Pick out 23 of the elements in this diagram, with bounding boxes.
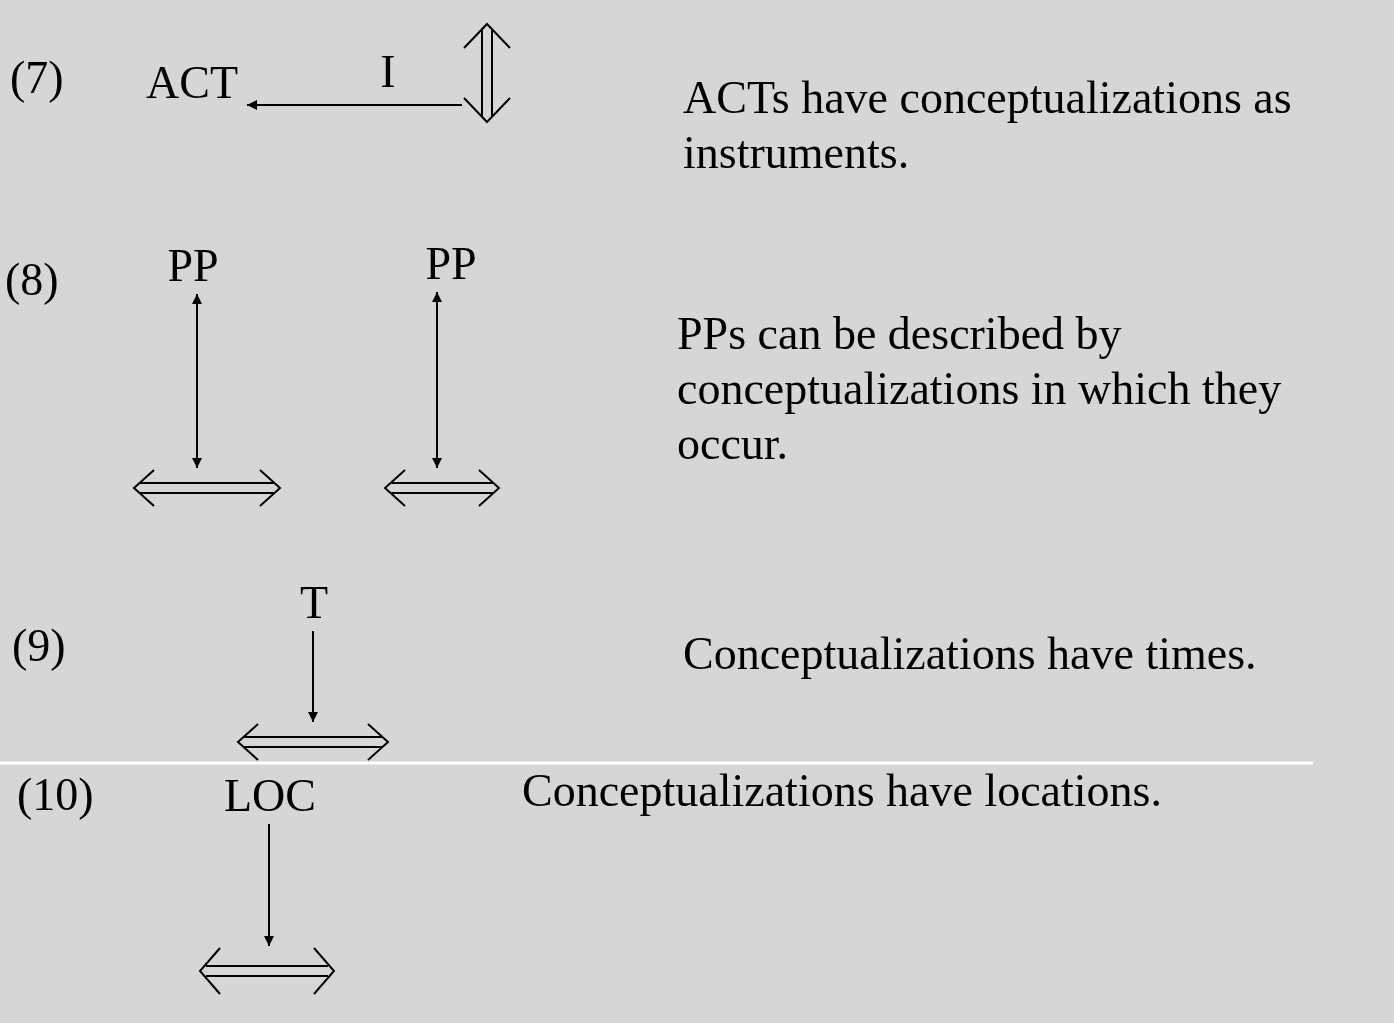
arrow [308,630,318,723]
arrow [264,823,274,947]
example-number: (10) [17,768,95,822]
concept-label: PP [418,236,484,292]
double-arrow-symbol [236,722,390,762]
description-text: PPs can be described by conceptualizations in which they occur. [677,307,1283,472]
description-text: ACTs have conceptualizations as instruments. [683,71,1293,181]
description-text: Conceptualizations have times. [683,627,1258,681]
example-number: (7) [10,51,65,105]
double-arrow-symbol [383,468,501,508]
concept-label: LOC [214,768,326,824]
double-arrow-symbol [198,946,336,996]
example-number: (9) [12,619,67,673]
concept-label: PP [160,238,226,294]
double-arrow-symbol [462,22,512,124]
arrow [192,293,202,469]
arrow [246,100,463,110]
example-number: (8) [5,253,60,307]
concept-label: T [294,575,334,631]
arrow [432,291,442,469]
concept-label: ACT [137,55,247,111]
double-arrow-symbol [132,468,282,508]
description-text: Conceptualizations have locations. [522,764,1163,818]
